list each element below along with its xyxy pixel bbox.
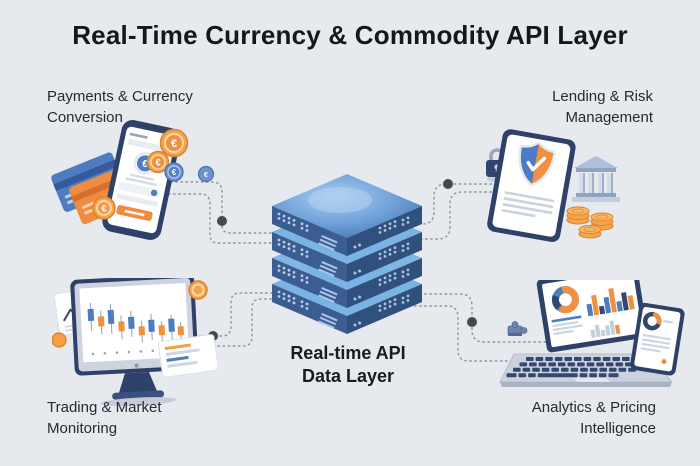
label-line: Data Layer — [301, 366, 395, 386]
mobile-payments-icon: € € € € € — [51, 120, 215, 240]
euro-symbol: € — [155, 158, 160, 168]
shield-check-icon — [518, 141, 556, 187]
euro-coin-icon: € — [146, 150, 170, 174]
euro-symbol: € — [171, 138, 177, 150]
label-top-left: Payments & Currency Conversion — [47, 86, 237, 128]
smartphone-icon: € — [102, 120, 181, 240]
label-line: Intelligence — [580, 420, 656, 437]
euro-symbol: € — [141, 158, 149, 170]
label-line: Lending & Risk — [552, 88, 653, 105]
bar-chart-icon — [586, 288, 635, 317]
connector-bottom-left — [194, 292, 280, 337]
page-title: Real-Time Currency & Commodity API Layer — [72, 20, 628, 50]
label-line: Payments & Currency — [47, 88, 193, 105]
label-line: Analytics & Pricing — [531, 399, 656, 416]
euro-coin-icon: € — [159, 128, 189, 158]
laptop-screen-icon — [536, 280, 648, 353]
analytics-laptop-icon — [499, 280, 685, 387]
laptop-base-icon — [499, 353, 674, 387]
companion-tablet-icon — [630, 302, 685, 376]
euro-symbol: € — [101, 204, 106, 214]
coin-icon — [52, 332, 67, 348]
label-line: Conversion — [47, 109, 123, 126]
euro-symbol: € — [204, 172, 208, 179]
euro-coin-icon: € — [164, 162, 184, 182]
label-center: Real-time API Data Layer — [262, 342, 434, 388]
label-bottom-right: Analytics & Pricing Intelligence — [466, 397, 656, 439]
donut-chart-icon — [551, 286, 579, 314]
donut-chart-icon — [642, 311, 662, 331]
euro-coin-icon: € — [92, 196, 116, 220]
label-bottom-left: Trading & Market Monitoring — [47, 397, 237, 439]
label-line: Trading & Market — [47, 399, 162, 416]
bank-building-icon — [572, 156, 620, 202]
mini-bar-chart-icon — [590, 320, 621, 338]
tablet-icon — [487, 129, 576, 243]
label-line: Monitoring — [47, 420, 118, 437]
label-top-right: Lending & Risk Management — [463, 86, 653, 128]
coin-icon — [188, 280, 208, 300]
puzzle-piece-icon — [507, 321, 528, 336]
connector-top-right — [412, 183, 497, 225]
price-list-card-icon — [157, 334, 217, 378]
server-stack-icon — [272, 174, 422, 334]
candlestick-chart-icon — [87, 302, 185, 356]
coin-stacks-icon — [566, 206, 614, 239]
euro-coin-icon: € — [197, 165, 215, 183]
label-line: Management — [565, 109, 653, 126]
euro-symbol: € — [172, 168, 177, 177]
trading-monitor-icon — [52, 278, 217, 407]
label-line: Real-time API — [290, 343, 406, 363]
risk-shield-tablet-icon — [486, 129, 620, 243]
